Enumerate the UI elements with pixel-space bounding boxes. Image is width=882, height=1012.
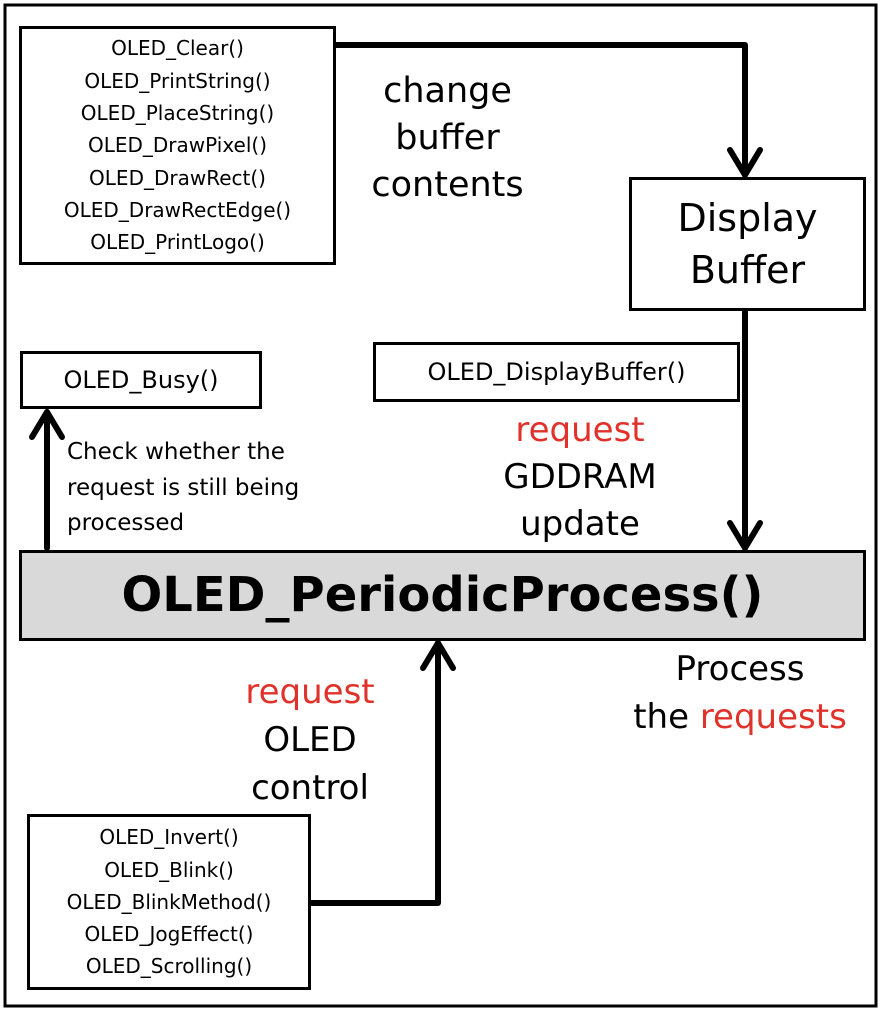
oled-line: OLED: [263, 720, 357, 760]
buffer-functions-box: OLED_Clear() OLED_PrintString() OLED_Pla…: [19, 26, 336, 265]
function-oled-blinkmethod: OLED_BlinkMethod(): [66, 889, 272, 914]
control-request-label: request OLED control: [215, 668, 405, 812]
function-oled-blink: OLED_Blink(): [104, 857, 234, 882]
requests-word: requests: [699, 697, 847, 737]
update-line: update: [520, 504, 640, 544]
arrow-process-to-busy: [29, 409, 65, 551]
process-requests-label: Process the requests: [610, 645, 870, 741]
process-line: Process: [675, 649, 805, 689]
control-line: control: [251, 768, 369, 808]
outer-frame: [3, 3, 878, 1008]
arrow-control-to-process: [309, 640, 456, 906]
control-functions-box: OLED_Invert() OLED_Blink() OLED_BlinkMet…: [27, 814, 311, 990]
the-word: the: [633, 697, 690, 737]
function-oled-drawrect: OLED_DrawRect(): [89, 165, 266, 190]
display-buffer-line-1: Display: [677, 196, 818, 240]
function-oled-scrolling: OLED_Scrolling(): [85, 954, 253, 979]
display-buffer-function-label: OLED_DisplayBuffer(): [427, 357, 686, 386]
change-buffer-line-3: contents: [371, 165, 524, 205]
change-buffer-line-2: buffer: [395, 118, 500, 158]
function-oled-drawrectedge: OLED_DrawRectEdge(): [63, 197, 292, 222]
control-request-word: request: [245, 672, 375, 712]
check-line-1: Check whether the: [67, 439, 285, 465]
process-line-2: the requests: [610, 693, 870, 741]
display-buffer-function-box: OLED_DisplayBuffer(): [373, 342, 740, 402]
function-oled-printstring: OLED_PrintString(): [84, 68, 271, 93]
busy-function-box: OLED_Busy(): [20, 351, 262, 409]
display-buffer-line-2: Buffer: [689, 248, 806, 292]
periodic-process-box: OLED_PeriodicProcess(): [19, 550, 866, 641]
arrow-buffer-to-process: [727, 309, 763, 551]
check-request-label: Check whether the request is still being…: [67, 433, 367, 541]
periodic-process-label: OLED_PeriodicProcess(): [121, 566, 764, 623]
function-oled-drawpixel: OLED_DrawPixel(): [87, 133, 268, 158]
function-oled-printlogo: OLED_PrintLogo(): [90, 230, 265, 255]
gddram-update-label: request GDDRAM update: [475, 407, 685, 548]
function-oled-jogeffect: OLED_JogEffect(): [84, 922, 254, 947]
function-oled-invert: OLED_Invert(): [99, 825, 239, 850]
function-oled-clear: OLED_Clear(): [111, 36, 244, 61]
gddram-line: GDDRAM: [503, 457, 657, 497]
change-buffer-line-1: change: [383, 71, 512, 111]
check-line-3: processed: [67, 510, 185, 536]
function-oled-placestring: OLED_PlaceString(): [80, 101, 275, 126]
gddram-request-word: request: [515, 410, 645, 450]
arrow-to-display-buffer: [333, 42, 763, 178]
busy-function-label: OLED_Busy(): [63, 365, 219, 394]
check-line-2: request is still being: [67, 475, 300, 501]
display-buffer-box: Display Buffer: [629, 177, 866, 311]
change-buffer-label: change buffer contents: [355, 68, 540, 209]
